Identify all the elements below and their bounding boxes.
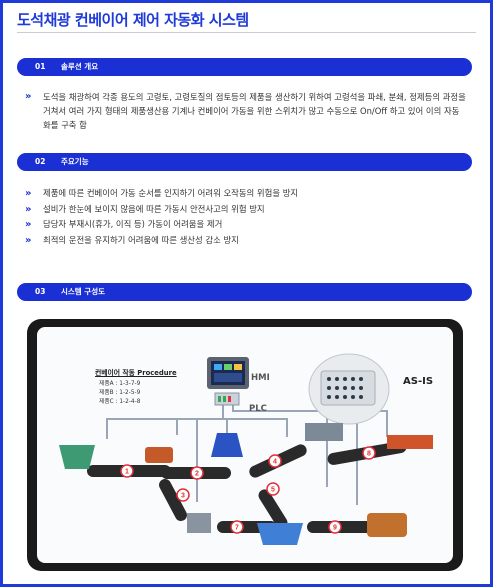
list-item: » 최적의 운전을 유지하기 어려움에 따른 생산성 감소 방지 (25, 233, 470, 249)
marker-label: 9 (333, 525, 337, 532)
marker-label: 7 (235, 525, 239, 532)
feature-text: 설비가 한눈에 보이지 않음에 따른 가동시 안전사고의 위험 방지 (43, 203, 265, 214)
conveyor-3 (159, 478, 187, 522)
feature-text: 최적의 운전을 유지하기 어려움에 따른 생산성 감소 방지 (43, 234, 239, 245)
dryer-icon (367, 513, 407, 537)
marker-label: 4 (273, 459, 277, 466)
conveyor-9 (307, 521, 377, 533)
feature-list: » 제품에 따른 컨베이어 가동 순서를 인지하기 어려워 오작동의 위험을 방지… (25, 186, 470, 248)
section-header-overview: 01 솔루션 개요 (17, 58, 472, 76)
machines (59, 423, 433, 545)
section-number: 01 (35, 62, 46, 71)
section-number: 03 (35, 287, 46, 296)
procedure-line: 제품B : 1-2-5-9 (99, 390, 141, 396)
procedure-line: 제품A : 1-3-7-9 (99, 381, 141, 387)
page-title: 도석채광 컨베이어 제어 자동화 시스템 (17, 11, 249, 29)
marker-label: 1 (125, 469, 129, 476)
procedure-line: 제품C : 1-2-4-8 (99, 399, 141, 405)
overview-paragraph: » 도석을 채광하여 각종 용도의 고령토, 고령토질의 점토등의 제품을 생산… (25, 90, 466, 132)
chevron-right-icon: » (25, 203, 32, 215)
diagram-graphic: 1 2 3 4 5 7 8 9 (59, 353, 433, 545)
conveyor-5 (258, 489, 288, 529)
system-diagram: 1 2 3 4 5 7 8 9 컨베이어 작동 Procedure 제품A : … (37, 327, 453, 563)
separator-icon (305, 423, 343, 441)
list-item: » 설비가 한눈에 보이지 않음에 따른 가동시 안전사고의 위험 방지 (25, 202, 470, 218)
feature-text: 담당자 부재시(휴가, 이직 등) 가동이 어려움을 제거 (43, 219, 223, 229)
marker-label: 2 (195, 471, 199, 478)
list-item: » 제품에 따른 컨베이어 가동 순서를 인지하기 어려워 오작동의 위험을 방지 (25, 186, 470, 202)
press-icon (187, 513, 211, 533)
section-label: 주요기능 (61, 157, 89, 166)
section-label: 솔루션 개요 (61, 62, 99, 71)
chevron-right-icon: » (25, 91, 32, 102)
procedure-title: 컨베이어 작동 Procedure (95, 369, 177, 377)
hopper-icon (59, 445, 95, 469)
hmi-panel-icon (207, 357, 249, 389)
list-item: » 담당자 부재시(휴가, 이직 등) 가동이 어려움을 제거 (25, 217, 470, 233)
feature-text: 제품에 따른 컨베이어 가동 순서를 인지하기 어려워 오작동의 위험을 방지 (43, 188, 299, 198)
system-diagram-monitor: 1 2 3 4 5 7 8 9 컨베이어 작동 Procedure 제품A : … (27, 319, 463, 571)
chevron-right-icon: » (25, 234, 32, 246)
classifier-icon (211, 433, 243, 457)
tank-icon (257, 523, 303, 545)
section-label: 시스템 구성도 (61, 287, 106, 296)
marker-label: 5 (271, 487, 275, 494)
asis-switch-panel-icon (308, 353, 390, 425)
section-header-system: 03 시스템 구성도 (17, 283, 472, 301)
title-divider (17, 32, 476, 33)
plc-label: PLC (249, 404, 267, 414)
conveyor-marker-labels: 1 2 3 4 5 7 8 9 (125, 451, 371, 532)
section-header-features: 02 주요기능 (17, 153, 472, 171)
overview-text: 도석을 채광하여 각종 용도의 고령토, 고령토질의 점토등의 제품을 생산하기… (43, 92, 466, 130)
chevron-right-icon: » (25, 219, 32, 230)
section-number: 02 (35, 157, 46, 166)
marker-label: 3 (181, 493, 185, 500)
conveyor-belts (87, 441, 407, 533)
chevron-right-icon: » (25, 188, 32, 199)
flotation-cell-icon (387, 435, 433, 449)
plc-unit-icon (214, 392, 240, 406)
conveyor-markers (120, 446, 376, 534)
ball-mill-icon (145, 447, 173, 463)
asis-label: AS-IS (403, 376, 434, 387)
marker-label: 8 (367, 451, 371, 458)
hmi-label: HMI (251, 373, 270, 383)
